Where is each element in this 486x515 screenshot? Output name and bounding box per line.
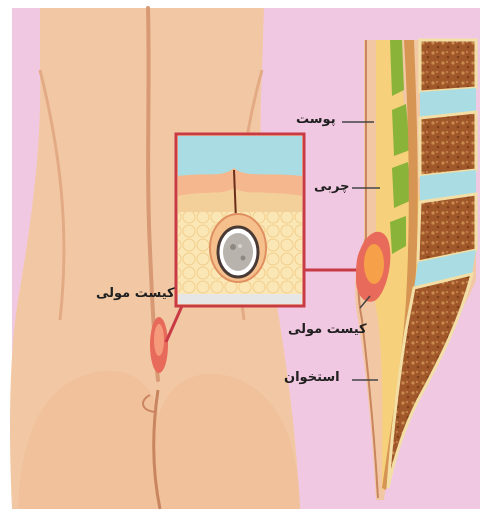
label-skin: پوست <box>296 112 336 127</box>
label-cyst-body: کیست مولی <box>96 286 175 301</box>
zoom-inset <box>176 134 304 306</box>
label-cyst-spine: کیست مولی <box>288 322 367 337</box>
label-bone: استخوان <box>284 370 340 385</box>
cyst-on-back <box>150 317 168 373</box>
label-fat: چربی <box>314 179 350 194</box>
